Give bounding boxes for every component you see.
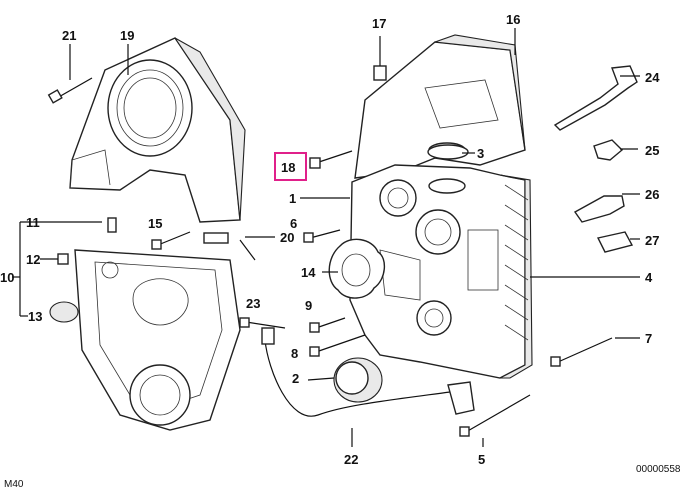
callout-15[interactable]: 15	[148, 216, 162, 231]
callout-24[interactable]: 24	[645, 70, 660, 85]
part-3-o-ring[interactable]	[427, 144, 469, 160]
part-27-clip[interactable]	[596, 231, 634, 253]
callout-2[interactable]: 2	[292, 371, 299, 386]
callout-17[interactable]: 17	[372, 16, 386, 31]
part-18-bolt[interactable]	[309, 150, 353, 169]
part-17-sleeve[interactable]	[373, 36, 387, 81]
callout-labels: 21 19 17 16 24 18 3 25 1 26 6 27 15 20 1…	[0, 12, 660, 467]
part-2-shaft-seal[interactable]	[333, 357, 383, 403]
image-number: 00000558	[636, 464, 681, 475]
part-26-clip[interactable]	[573, 195, 625, 223]
part-10-lower-cover[interactable]	[74, 249, 241, 431]
callout-27[interactable]: 27	[645, 233, 659, 248]
callout-19[interactable]: 19	[120, 28, 134, 43]
part-4-gasket[interactable]	[499, 174, 533, 379]
highlight-box	[274, 152, 307, 181]
callout-1[interactable]: 1	[289, 191, 296, 206]
callout-22[interactable]: 22	[344, 452, 358, 467]
part-24-bracket[interactable]	[553, 65, 638, 131]
callout-16[interactable]: 16	[506, 12, 520, 27]
callout-8[interactable]: 8	[291, 346, 298, 361]
part-9-bolt[interactable]	[309, 317, 346, 333]
part-23-bolt[interactable]	[239, 317, 286, 329]
part-12-nut[interactable]	[57, 253, 69, 265]
part-14-gasket[interactable]	[328, 238, 385, 299]
part-19-upper-cover[interactable]	[69, 37, 246, 223]
leader-lines	[12, 28, 640, 447]
callout-11[interactable]: 11	[26, 215, 40, 230]
part-11-clip[interactable]	[107, 217, 117, 233]
part-8-bolt[interactable]	[309, 334, 366, 357]
part-20-clip[interactable]	[203, 232, 256, 261]
part-15-bolt[interactable]	[151, 231, 191, 250]
callout-6[interactable]: 6	[290, 216, 297, 231]
part-22-sensor[interactable]	[261, 327, 475, 417]
callout-7[interactable]: 7	[645, 331, 652, 346]
callout-9[interactable]: 9	[305, 298, 312, 313]
callout-4[interactable]: 4	[645, 270, 653, 285]
model-code: M40	[4, 479, 24, 490]
callout-18[interactable]: 18	[281, 160, 295, 175]
part-6-bolt[interactable]	[303, 229, 341, 243]
callout-26[interactable]: 26	[645, 187, 659, 202]
callout-3[interactable]: 3	[477, 146, 484, 161]
part-21-bolt[interactable]	[47, 77, 93, 104]
part-13-plug[interactable]	[49, 301, 79, 323]
callout-13[interactable]: 13	[28, 309, 42, 324]
part-5-bolt[interactable]	[459, 394, 531, 437]
part-25-clip[interactable]	[593, 139, 624, 161]
callout-25[interactable]: 25	[645, 143, 659, 158]
callout-10[interactable]: 10	[0, 270, 14, 285]
callout-5[interactable]: 5	[478, 452, 485, 467]
callout-21[interactable]: 21	[62, 28, 76, 43]
callout-20[interactable]: 20	[280, 230, 294, 245]
callout-14[interactable]: 14	[301, 265, 316, 280]
callout-12[interactable]: 12	[26, 252, 40, 267]
part-7-bolt[interactable]	[550, 337, 613, 367]
callout-23[interactable]: 23	[246, 296, 260, 311]
